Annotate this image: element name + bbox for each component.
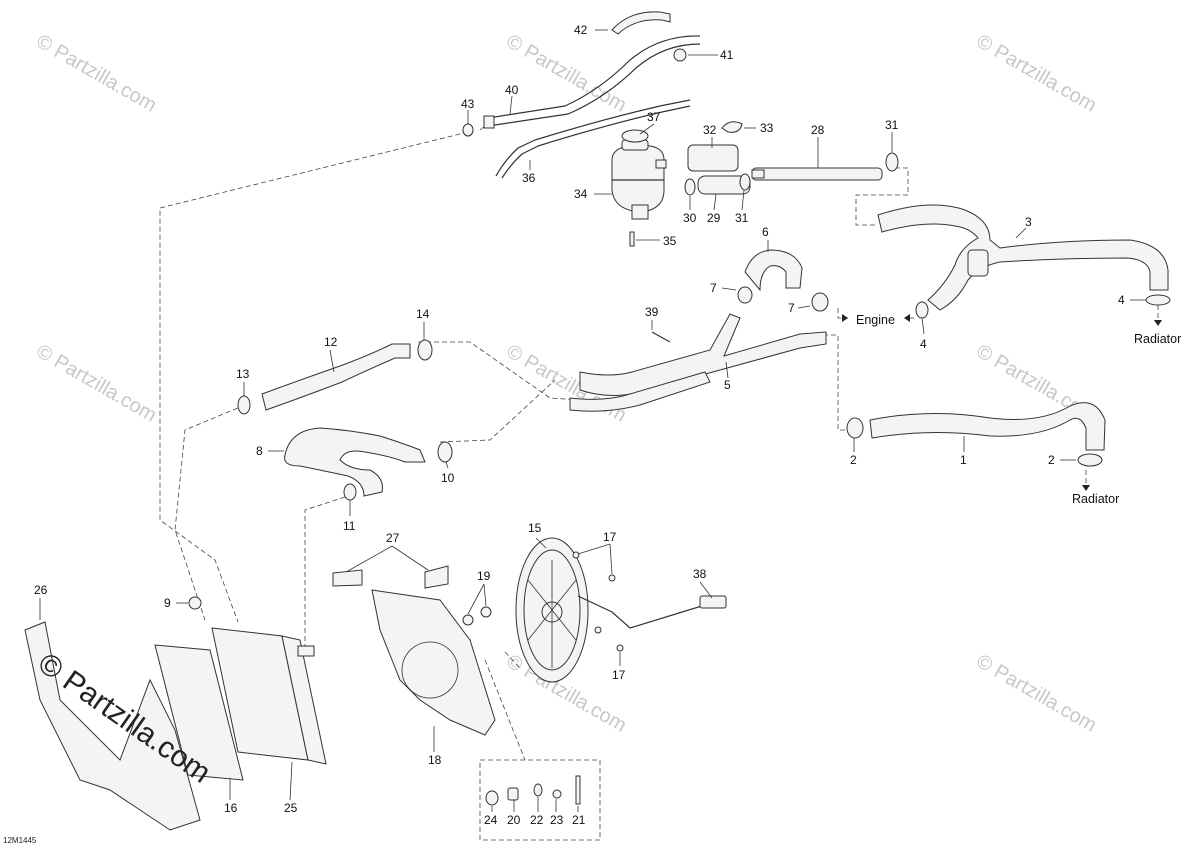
hose-8 [284,427,426,497]
destination-radiator-bottom: Radiator [1072,492,1119,506]
hose-36 [495,99,691,179]
callout-17-top: 17 [603,530,617,544]
callout-21: 21 [572,813,586,827]
sleeve-32 [687,144,739,172]
hose-1 [869,402,1106,451]
callout-2-right: 2 [1048,453,1055,467]
callout-labels: 42 41 40 43 37 32 33 28 31 36 34 30 29 3… [34,23,1125,827]
destination-radiator-top: Radiator [1134,332,1181,346]
diagram-code: 12M1445 [3,836,37,845]
panel-26 [24,621,201,831]
clamp-10 [437,441,453,463]
callout-43: 43 [461,97,475,111]
callout-36: 36 [522,171,536,185]
callout-15: 15 [528,521,542,535]
callout-3: 3 [1025,215,1032,229]
callout-31-bottom: 31 [735,211,749,225]
watermark: © Partzilla.com [973,650,1101,736]
hardware-box [479,759,601,841]
radiator-25 [211,627,327,765]
bolt-39 [651,331,671,343]
clamp-14 [417,339,433,361]
hose-3 [877,204,1169,311]
callout-2-left: 2 [850,453,857,467]
destination-engine: Engine [856,313,895,327]
callout-4-right: 4 [1118,293,1125,307]
spacer-19 [462,606,492,626]
callout-13: 13 [236,367,250,381]
clamp-4 [915,294,1171,319]
callout-20: 20 [507,813,521,827]
callout-10: 10 [441,471,455,485]
callout-19: 19 [477,569,491,583]
callout-7-right: 7 [788,301,795,315]
coolant-reservoir-34 [611,129,667,220]
callout-37: 37 [647,110,661,124]
callout-28: 28 [811,123,825,137]
callout-34: 34 [574,187,588,201]
callout-41: 41 [720,48,734,62]
clamp-13 [237,395,251,415]
callout-33: 33 [760,121,774,135]
callout-23: 23 [550,813,564,827]
callout-5: 5 [724,378,731,392]
watermark: © Partzilla.com [33,30,161,116]
wire-harness-38 [577,595,727,629]
destination-labels: Engine Radiator Radiator [856,313,1181,506]
callout-16: 16 [224,801,238,815]
fan-shroud-18 [371,589,496,736]
flow-arrows [842,314,1162,491]
callout-35: 35 [663,234,677,248]
clamp-30 [684,178,696,196]
callout-17-bottom: 17 [612,668,626,682]
screen-16 [154,644,244,781]
callout-12: 12 [324,335,338,349]
clamp-7 [737,286,829,312]
callout-32: 32 [703,123,717,137]
callout-29: 29 [707,211,721,225]
bolt-35 [629,231,635,247]
callout-38: 38 [693,567,707,581]
callout-39: 39 [645,305,659,319]
pipe-5 [569,313,827,412]
clamp-43 [462,123,474,137]
callout-27: 27 [386,531,400,545]
clip-33 [721,121,743,133]
pipe-28 [751,167,883,181]
watermark: © Partzilla.com [503,30,631,116]
callout-24: 24 [484,813,498,827]
callout-8: 8 [256,444,263,458]
hose-12 [261,343,411,411]
callout-11: 11 [343,519,356,533]
callout-1: 1 [960,453,967,467]
fan-15 [515,537,589,683]
clamp-31 [739,152,899,191]
callout-7-left: 7 [710,281,717,295]
watermark: © Partzilla.com [33,340,161,426]
callout-14: 14 [416,307,430,321]
clamp-2 [846,417,1103,467]
bracket-27 [332,565,449,589]
clamp-11 [343,483,357,501]
callout-18: 18 [428,753,442,767]
callout-30: 30 [683,211,697,225]
callout-22: 22 [530,813,544,827]
callout-6: 6 [762,225,769,239]
callout-42: 42 [574,23,588,37]
watermark: © Partzilla.com [973,30,1101,116]
callout-40: 40 [505,83,519,97]
leader-lines [39,29,1146,812]
hose-42 [611,11,671,35]
callout-31-top: 31 [885,118,899,132]
fitting-41 [673,48,687,62]
callout-9: 9 [164,596,171,610]
callout-4-left: 4 [920,337,927,351]
hose-6 [744,249,803,292]
spring-clip-9 [188,596,202,610]
callout-26: 26 [34,583,48,597]
callout-25: 25 [284,801,298,815]
nut-17 [572,551,624,652]
hose-40 [483,35,701,129]
